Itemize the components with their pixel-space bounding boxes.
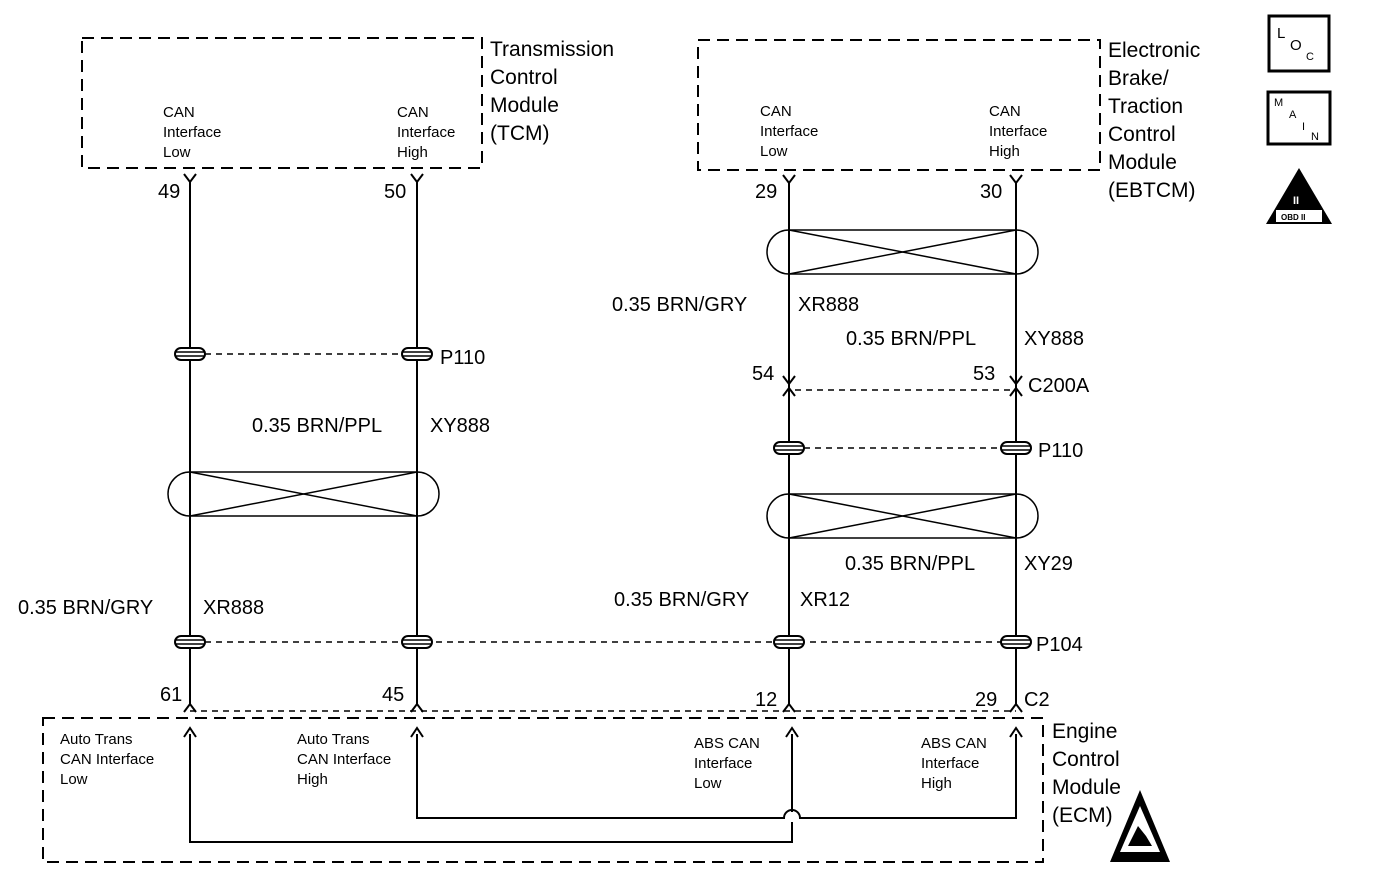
ebtcm-pin-high-number: 30 <box>980 181 1002 203</box>
ebtcm-pin-low-label: CAN Interface Low <box>760 103 823 160</box>
ecm-internal-low-bus <box>189 734 793 843</box>
ecm-pin-45-label: Auto Trans CAN Interface High <box>297 731 395 788</box>
ecm-connector-name: C2 <box>1024 689 1050 711</box>
ebtcm-high-lower-wire-circuit: XY29 <box>1024 553 1073 575</box>
tcm-high-wire-circuit: XY888 <box>430 415 490 437</box>
splice-icon <box>1000 441 1032 455</box>
tcm-name: Transmission Control Module (TCM) <box>490 38 620 145</box>
splice-icon <box>174 347 206 361</box>
ecm-pin-45-number: 45 <box>382 684 404 706</box>
splice-icon <box>401 635 433 649</box>
c200a-pin-low: 54 <box>752 363 774 385</box>
ebtcm-pin-high-label: CAN Interface High <box>989 103 1052 160</box>
ecm-name: Engine Control Module (ECM) <box>1052 720 1127 827</box>
ebtcm-high-lower-wire-color: 0.35 BRN/PPL <box>845 553 975 575</box>
tcm-high-wire-color: 0.35 BRN/PPL <box>252 415 382 437</box>
ebtcm-low-lower-wire-circuit: XR12 <box>800 589 850 611</box>
svg-text:C: C <box>1306 51 1314 63</box>
ecm-box <box>42 717 1044 863</box>
svg-text:A: A <box>1289 109 1297 121</box>
ecm-pin-29-number: 29 <box>975 689 997 711</box>
ecm-pin-12-label: ABS CAN Interface Low <box>694 735 764 792</box>
splice-icon <box>773 441 805 455</box>
arrow-icon <box>785 726 799 738</box>
p104-splice: P104 <box>174 634 1083 656</box>
ebtcm-name: Electronic Brake/ Traction Control Modul… <box>1108 39 1206 202</box>
ecm-pin-61-label: Auto Trans CAN Interface Low <box>60 731 158 788</box>
tcm-box <box>81 37 483 169</box>
svg-text:O: O <box>1290 37 1302 54</box>
tcm-name-line-2: Control <box>490 66 558 89</box>
arrow-icon <box>410 726 424 738</box>
ebtcm-low-wire-color: 0.35 BRN/GRY <box>612 294 747 316</box>
main-icon: M A I N <box>1266 90 1332 146</box>
ecm-module: Engine Control Module (ECM) Auto Trans C… <box>42 684 1127 863</box>
splice-icon <box>1000 635 1032 649</box>
svg-text:M: M <box>1274 97 1283 109</box>
ebtcm-low-lower-wire-color: 0.35 BRN/GRY <box>614 589 749 611</box>
ebtcm-high-wire-circuit: XY888 <box>1024 328 1084 350</box>
tcm-p110-label: P110 <box>440 347 485 369</box>
splice-icon <box>401 347 433 361</box>
arrow-icon <box>183 726 197 738</box>
tcm-pin-high-number: 50 <box>384 181 406 203</box>
ecm-pin-61-number: 61 <box>160 684 182 706</box>
obd2-icon: II OBD II <box>1266 168 1332 224</box>
svg-text:II: II <box>1293 195 1299 207</box>
splice-icon <box>773 635 805 649</box>
ebtcm-low-wire-circuit: XR888 <box>798 294 859 316</box>
ebtcm-pin-low-number: 29 <box>755 181 777 203</box>
tcm-wires: P110 0.35 BRN/PPL XY888 0.35 BRN/GRY XR8… <box>18 173 490 713</box>
tcm-pin-high-label: CAN Interface High <box>397 104 460 161</box>
ebtcm-p110-label: P110 <box>1038 440 1083 462</box>
tcm-name-line-1: Transmission <box>490 38 614 61</box>
c200a-pin-high: 53 <box>973 363 995 385</box>
tcm-low-wire-circuit: XR888 <box>203 597 264 619</box>
splice-icon <box>174 635 206 649</box>
p104-label: P104 <box>1036 634 1083 656</box>
ebtcm-box <box>697 39 1101 171</box>
ebtcm-wires: 0.35 BRN/GRY XR888 0.35 BRN/PPL XY888 54… <box>612 174 1090 713</box>
esd-warning-icon <box>1110 790 1170 862</box>
tcm-name-line-3: Module <box>490 94 559 117</box>
svg-text:I: I <box>1302 121 1305 133</box>
svg-text:N: N <box>1311 131 1319 143</box>
tcm-low-wire-color: 0.35 BRN/GRY <box>18 597 153 619</box>
c200a-name: C200A <box>1028 375 1090 397</box>
tcm-name-line-4: (TCM) <box>490 122 549 145</box>
ebtcm-high-wire-color: 0.35 BRN/PPL <box>846 328 976 350</box>
svg-text:L: L <box>1277 25 1285 42</box>
ecm-pin-29-label: ABS CAN Interface High <box>921 735 991 792</box>
tcm-module: Transmission Control Module (TCM) CAN In… <box>81 37 620 203</box>
arrow-icon <box>1009 726 1023 738</box>
loc-icon: L O C <box>1267 14 1331 73</box>
svg-text:OBD II: OBD II <box>1281 213 1305 222</box>
ebtcm-module: Electronic Brake/ Traction Control Modul… <box>697 39 1206 203</box>
tcm-pin-low-number: 49 <box>158 181 180 203</box>
tcm-pin-low-label: CAN Interface Low <box>163 104 226 161</box>
ecm-pin-12-number: 12 <box>755 689 777 711</box>
